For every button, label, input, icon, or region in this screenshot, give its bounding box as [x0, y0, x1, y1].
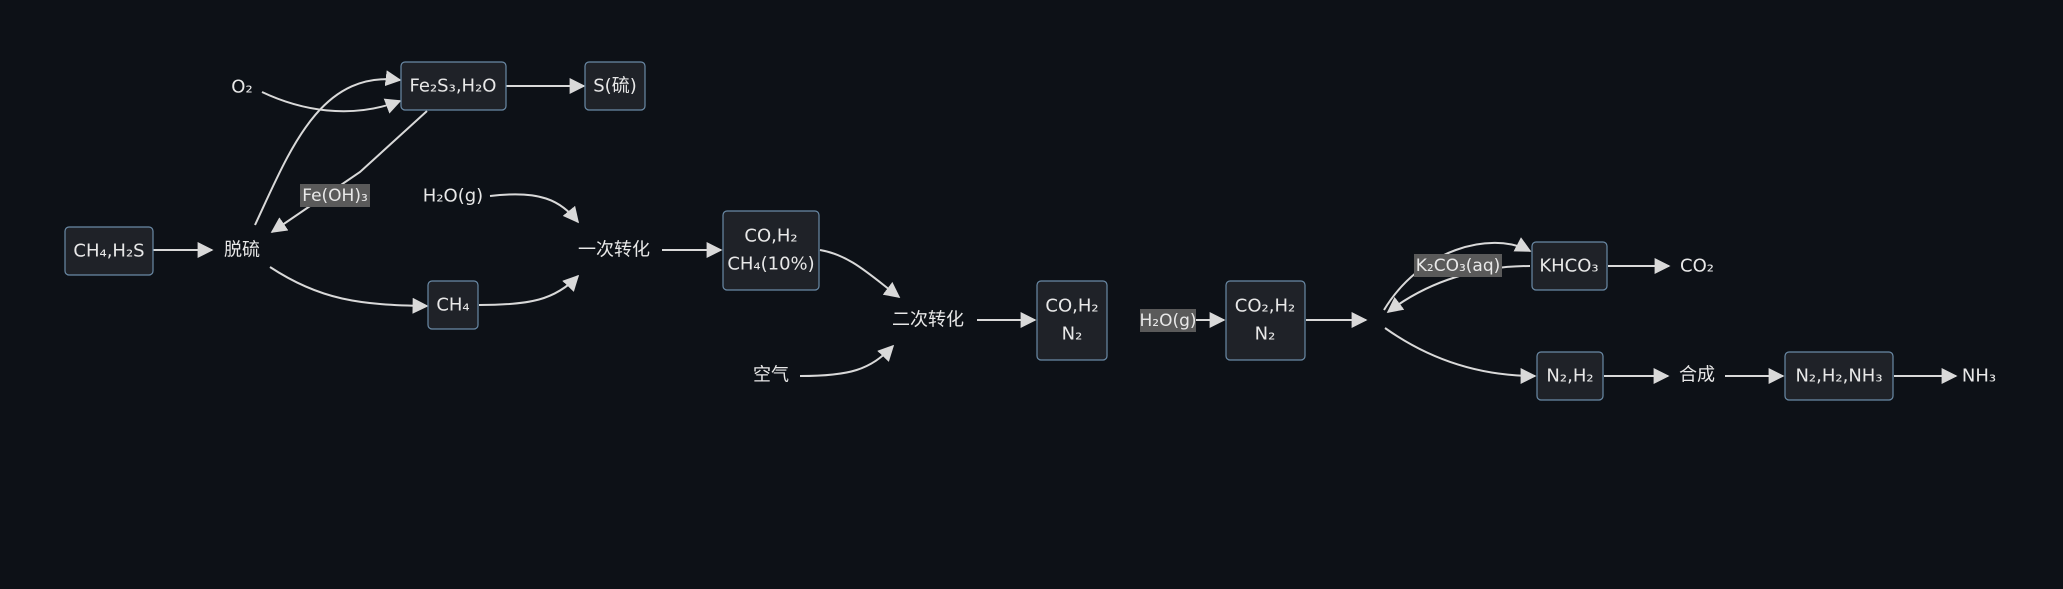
node-fe2s3[interactable]: Fe₂S₃,H₂O: [400, 61, 507, 111]
node-co-h2-n2-line2: N₂: [1062, 324, 1083, 345]
node-feed-label: CH₄,H₂S: [73, 241, 144, 262]
node-desulf[interactable]: 脱硫: [224, 240, 260, 261]
node-co-h2-ch4-line1: CO,H₂: [744, 226, 797, 247]
node-sulfur[interactable]: S(硫): [584, 61, 646, 111]
node-secondary[interactable]: 二次转化: [892, 310, 964, 331]
node-sulfur-label: S(硫): [593, 76, 636, 97]
node-n2-h2-label: N₂,H₂: [1546, 366, 1593, 387]
edge-fe2s3-desulf: [270, 110, 428, 233]
text-nodes: 脱硫 O₂ H₂O(g) 一次转化 空气 二次转化 CO₂ 合成 NH₃: [224, 77, 1996, 387]
node-o2[interactable]: O₂: [231, 77, 252, 98]
node-h2o-g[interactable]: H₂O(g): [423, 186, 483, 207]
node-n2-h2[interactable]: N₂,H₂: [1536, 351, 1604, 401]
edge-label-bg-fe-oh3: [300, 184, 370, 207]
node-ch4[interactable]: CH₄: [427, 280, 479, 330]
node-ch4-label: CH₄: [436, 295, 469, 316]
edge-o2-fe2s3: [261, 91, 402, 114]
edge-label-h2o-g: H₂O(g): [1139, 311, 1196, 331]
edge-label-bg-h2o-g: [1140, 309, 1196, 332]
node-khco3[interactable]: KHCO₃: [1531, 241, 1608, 291]
node-co2[interactable]: CO₂: [1680, 256, 1714, 277]
edge-h2og-primary: [489, 193, 580, 224]
node-co-h2-ch4-line2: CH₄(10%): [727, 254, 814, 275]
node-n2-h2-nh3-label: N₂,H₂,NH₃: [1795, 366, 1882, 387]
node-air[interactable]: 空气: [753, 365, 789, 386]
node-co2-h2-n2-line2: N₂: [1255, 324, 1276, 345]
node-fe2s3-label: Fe₂S₃,H₂O: [410, 76, 497, 97]
nodes: CH₄,H₂S Fe₂S₃,H₂O S(硫) CH₄ CO,H₂ CH₄(10%…: [64, 61, 1894, 401]
edge-split-n2h2: [1384, 327, 1537, 384]
edge-label-k2co3: K₂CO₃(aq): [1416, 256, 1501, 276]
edge-desulf-ch4: [269, 266, 429, 314]
node-primary[interactable]: 一次转化: [578, 240, 650, 261]
node-nh3[interactable]: NH₃: [1962, 366, 1996, 387]
edge-ch4-primary: [478, 274, 580, 306]
edge-label-fe-oh3: Fe(OH)₃: [302, 186, 368, 206]
edge-split-khco3: [1383, 237, 1532, 311]
node-co2-h2-n2[interactable]: CO₂,H₂ N₂: [1225, 280, 1306, 361]
edge-label-bg-k2co3: [1414, 254, 1502, 277]
edge-labels: Fe(OH)₃ H₂O(g) K₂CO₃(aq): [300, 184, 1502, 332]
node-co-h2-n2-line1: CO,H₂: [1045, 296, 1098, 317]
node-co-h2-ch4[interactable]: CO,H₂ CH₄(10%): [722, 210, 820, 291]
edge-air-secondary: [799, 344, 895, 377]
edge-cog-secondary: [819, 249, 901, 298]
node-co2-h2-n2-line1: CO₂,H₂: [1235, 296, 1295, 317]
edge-desulf-fe2s3: [254, 70, 402, 226]
node-synth[interactable]: 合成: [1679, 365, 1715, 386]
node-khco3-label: KHCO₃: [1539, 256, 1598, 277]
node-n2-h2-nh3[interactable]: N₂,H₂,NH₃: [1784, 351, 1894, 401]
node-feed[interactable]: CH₄,H₂S: [64, 226, 154, 276]
node-co-h2-n2[interactable]: CO,H₂ N₂: [1036, 280, 1108, 361]
edge-khco3-split: [1386, 265, 1531, 313]
